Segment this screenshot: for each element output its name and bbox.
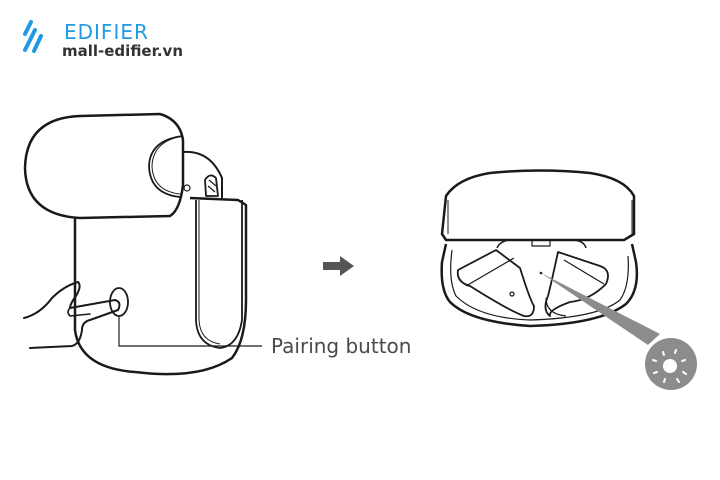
- charging-case-side-view: [23, 112, 248, 376]
- site-url: mall-edifier.vn: [62, 42, 184, 60]
- right-arrow-icon: [323, 256, 354, 276]
- open-charging-case: [440, 169, 639, 328]
- pairing-button-label: Pairing button: [271, 334, 412, 358]
- edifier-logo: EDIFIER mall-edifier.vn: [22, 18, 222, 68]
- finger-pressing-icon: [23, 281, 121, 349]
- callout-leader-line: [118, 316, 262, 347]
- edifier-stripes-icon: [23, 20, 43, 53]
- flashing-light-indicator-icon: [541, 273, 697, 390]
- brand-name: EDIFIER: [64, 20, 149, 44]
